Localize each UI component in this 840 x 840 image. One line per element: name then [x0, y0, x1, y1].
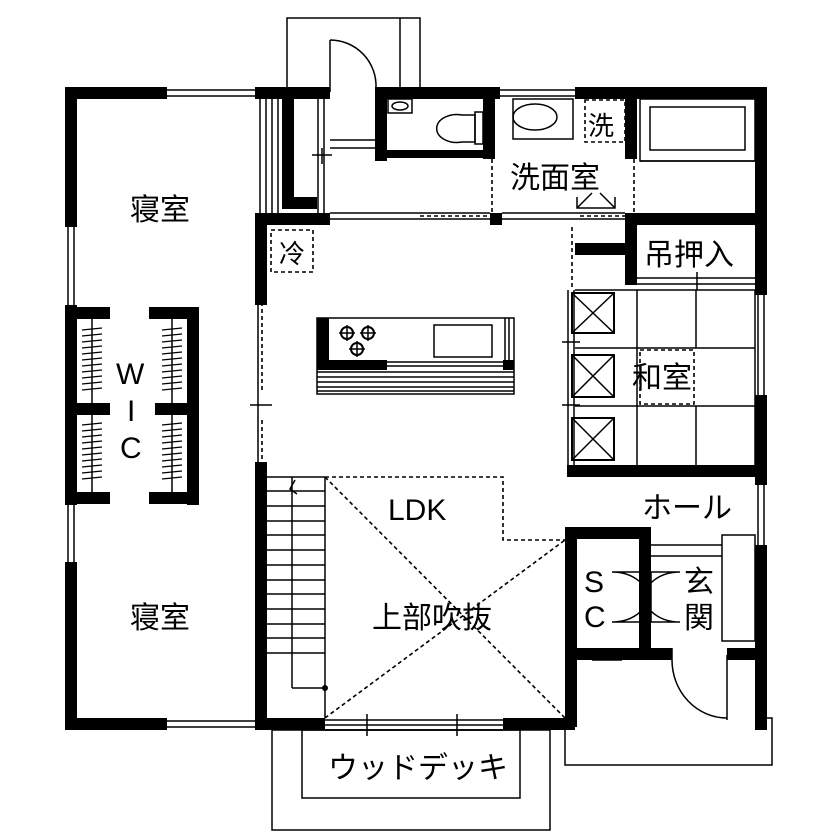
label-bedroom-bottom: 寝室	[130, 601, 190, 636]
north-porch	[286, 17, 421, 92]
label-wood-deck: ウッドデッキ	[328, 751, 508, 786]
entrance-fixtures	[592, 534, 756, 720]
label-entrance-2: 関	[684, 601, 714, 636]
label-stairwell-void: 上部吹抜	[372, 601, 492, 636]
washroom-door-mark	[576, 192, 616, 209]
fridge-box	[270, 229, 314, 273]
walk-in-closet	[65, 307, 199, 505]
shoji-x-panels	[571, 292, 615, 461]
sliding-doors	[250, 99, 755, 465]
label-hanging-closet: 吊押入	[644, 238, 734, 273]
stove-burners-icon	[339, 325, 376, 357]
void-outline	[324, 476, 566, 719]
label-washing-machine: 洗	[588, 112, 614, 142]
label-wic-i: I	[127, 395, 135, 428]
wood-deck	[271, 729, 551, 831]
bathtub	[639, 98, 756, 162]
label-japanese-room: 和室	[632, 361, 692, 396]
label-washroom: 洗面室	[510, 161, 600, 196]
label-wic-c: C	[120, 432, 142, 465]
kitchen-island	[316, 317, 515, 395]
label-shoe-closet-s: S	[584, 566, 604, 599]
label-hall: ホール	[642, 491, 732, 526]
hangers-icon	[81, 327, 183, 480]
entrance-step	[564, 717, 773, 766]
label-wic-w: W	[116, 358, 145, 391]
washbasin	[512, 98, 574, 140]
tokonoma-box	[639, 349, 695, 405]
label-fridge: 冷	[279, 240, 305, 270]
staircase	[267, 476, 328, 718]
label-ldk: LDK	[388, 494, 446, 527]
label-bedroom-top: 寝室	[130, 193, 190, 228]
label-entrance-1: 玄	[684, 565, 714, 600]
washing-machine-box	[584, 99, 626, 143]
label-shoe-closet-c: C	[584, 601, 606, 634]
toilet-fixture	[387, 98, 484, 145]
tatami-grid	[575, 289, 756, 465]
windows	[65, 87, 767, 736]
